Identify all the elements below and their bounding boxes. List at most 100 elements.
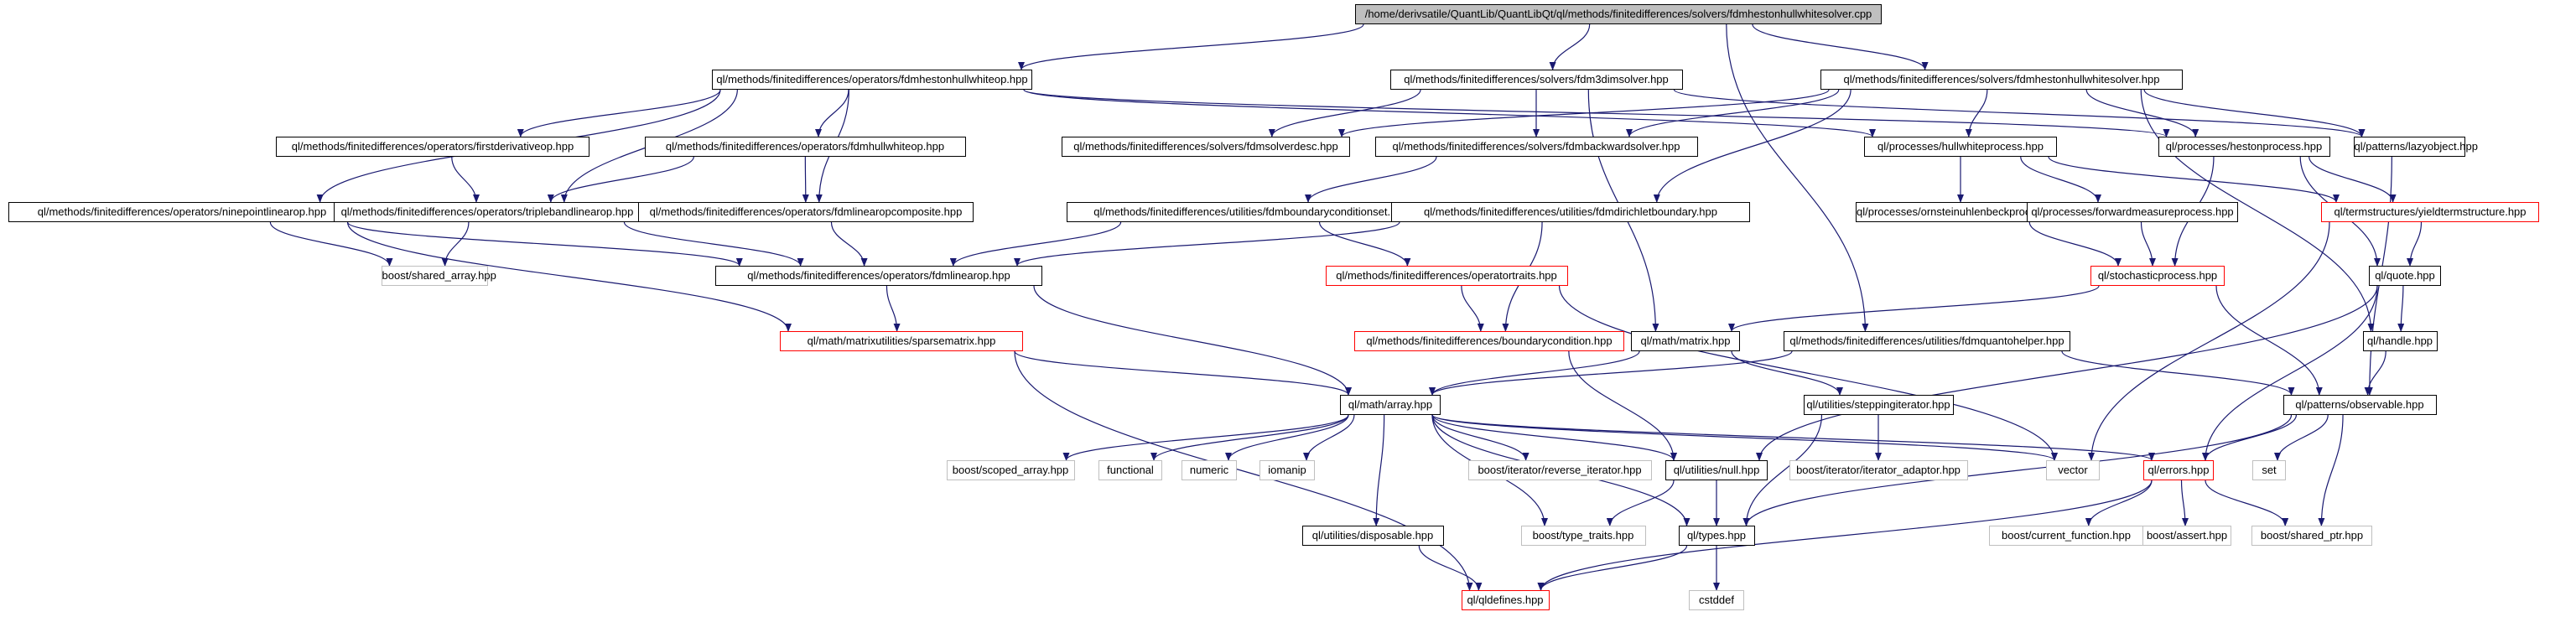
edge-optraits-to-bc [1461, 285, 1484, 332]
edge-errors-to-sharedptr [2205, 480, 2289, 526]
include-node-hestonprocess[interactable]: ql/processes/hestonprocess.hpp [2158, 137, 2330, 157]
edge-hhwsolver-to-lazyobject [2143, 89, 2366, 137]
include-node-dirichlet[interactable]: ql/methods/finitedifferences/utilities/f… [1391, 202, 1750, 222]
edge-stochastic-to-matrix [1728, 285, 2100, 332]
include-node-scopedarray: boost/scoped_array.hpp [946, 460, 1075, 480]
include-node-lazyobject[interactable]: ql/patterns/lazyobject.hpp [2353, 137, 2478, 157]
include-node-linearop[interactable]: ql/methods/finitedifferences/operators/f… [715, 266, 1042, 286]
edge-bcset-to-optraits [1318, 221, 1411, 267]
include-node-quanto[interactable]: ql/methods/finitedifferences/utilities/f… [1784, 331, 2070, 351]
edge-hhwsolver-to-handle [2140, 89, 2375, 332]
include-node-set: set [2252, 460, 2286, 480]
edge-sparse-to-qldefines [1014, 350, 1473, 591]
include-node-hhwop[interactable]: ql/methods/finitedifferences/operators/f… [712, 70, 1032, 90]
edge-hhwop-to-hwop [815, 89, 849, 137]
edge-hwprocess-to-fwdmeasure [2020, 156, 2101, 203]
edge-bc-to-null [1568, 350, 1677, 461]
edge-opcomposite-to-linearop [830, 221, 868, 267]
include-node-quote[interactable]: ql/quote.hpp [2369, 266, 2441, 286]
edge-yieldts-to-vector [2088, 221, 2330, 461]
edge-dirichlet-to-linearop [1014, 221, 1400, 267]
edge-quote-to-null [1756, 285, 2378, 461]
edge-tripleband-to-linearop [623, 221, 804, 267]
edge-types-to-qldefines [1537, 545, 1688, 591]
edge-quanto-to-observable [2061, 350, 2295, 396]
include-node-tripleband[interactable]: ql/methods/finitedifferences/operators/t… [334, 202, 641, 222]
include-node-opcomposite[interactable]: ql/methods/finitedifferences/operators/f… [638, 202, 974, 222]
include-node-optraits[interactable]: ql/methods/finitedifferences/operatortra… [1325, 266, 1568, 286]
edge-hhwop-to-hwprocess [1023, 89, 1876, 137]
edge-yieldts-to-quote [2407, 221, 2423, 267]
include-node-disposable[interactable]: ql/utilities/disposable.hpp [1301, 526, 1444, 546]
edge-matrix-to-stepiter [1731, 350, 1843, 396]
include-node-sharedptr: boost/shared_ptr.hpp [2251, 526, 2372, 546]
include-node-fdm3d[interactable]: ql/methods/finitedifferences/solvers/fdm… [1389, 70, 1683, 90]
include-node-matrix[interactable]: ql/math/matrix.hpp [1631, 331, 1740, 351]
edge-layer [269, 23, 2423, 591]
edge-hhwsolver-to-backward [1626, 89, 1840, 137]
edge-hwop-to-tripleband [547, 156, 694, 203]
include-node-types[interactable]: ql/types.hpp [1678, 526, 1755, 546]
edge-ninepoint-to-sharedarray [269, 221, 393, 267]
include-node-fwdmeasure[interactable]: ql/processes/forwardmeasureprocess.hpp [2027, 202, 2238, 222]
edge-bcset-to-linearop [949, 221, 1122, 267]
edge-array-to-disposable [1373, 414, 1385, 526]
edge-root-to-hhwop [1018, 23, 1364, 70]
edge-null-to-typetraits [1606, 480, 1675, 526]
edge-fdm3d-to-solverdesc [1268, 89, 1421, 137]
edge-array-to-vector [1431, 414, 2058, 461]
include-node-firstder[interactable]: ql/methods/finitedifferences/operators/f… [276, 137, 589, 157]
include-node-stepiter[interactable]: ql/utilities/steppingiterator.hpp [1803, 395, 1954, 415]
edge-stepiter-to-types [1742, 414, 1823, 526]
include-node-sparse[interactable]: ql/math/matrixutilities/sparsematrix.hpp [780, 331, 1023, 351]
edge-root-to-quanto [1726, 23, 1869, 332]
include-node-ninepoint[interactable]: ql/methods/finitedifferences/operators/n… [8, 202, 356, 222]
edge-array-to-scopedarray [1062, 414, 1349, 461]
include-node-errors[interactable]: ql/errors.hpp [2143, 460, 2214, 480]
edge-firstder-to-tripleband [451, 156, 480, 203]
include-node-solverdesc[interactable]: ql/methods/finitedifferences/solvers/fdm… [1062, 137, 1350, 157]
include-node-stochastic[interactable]: ql/stochasticprocess.hpp [2090, 266, 2225, 286]
edge-quote-to-errors [2202, 285, 2378, 461]
include-node-iteradaptor: boost/iterator/iterator_adaptor.hpp [1789, 460, 1968, 480]
edge-root-to-hhwsolver [1752, 23, 1929, 70]
edge-ninepoint-to-linearop [346, 221, 743, 267]
include-node-hwop[interactable]: ql/methods/finitedifferences/operators/f… [644, 137, 966, 157]
edge-ou-to-stochastic [2028, 221, 2122, 267]
edge-backward-to-bcset [1305, 156, 1437, 203]
include-node-array[interactable]: ql/math/array.hpp [1340, 395, 1441, 415]
edge-observable-to-sharedptr [2318, 414, 2344, 526]
include-node-cstddef: cstddef [1689, 590, 1744, 610]
edge-stochastic-to-observable [2215, 285, 2323, 396]
edge-errors-to-assert [2180, 480, 2189, 526]
edge-handle-to-observable [2364, 350, 2386, 396]
include-node-hwprocess[interactable]: ql/processes/hullwhiteprocess.hpp [1864, 137, 2057, 157]
edge-hhwsolver-to-solverdesc [1338, 89, 1830, 137]
edge-hhwop-to-firstder [517, 89, 721, 137]
edge-tripleband-to-sharedarray [441, 221, 470, 267]
include-node-numeric: numeric [1182, 460, 1237, 480]
edge-array-to-null [1431, 414, 1677, 461]
include-node-observable[interactable]: ql/patterns/observable.hpp [2283, 395, 2437, 415]
edge-disposable-to-qldefines [1418, 545, 1483, 591]
include-node-curfunc: boost/current_function.hpp [1989, 526, 2143, 546]
include-node-backward[interactable]: ql/methods/finitedifferences/solvers/fdm… [1374, 137, 1698, 157]
edge-hhwop-to-hestonprocess [1023, 89, 2170, 137]
edge-quote-to-handle [2397, 285, 2405, 332]
include-node-handle[interactable]: ql/handle.hpp [2362, 331, 2438, 351]
include-node-vector: vector [2046, 460, 2100, 480]
include-node-bcset[interactable]: ql/methods/finitedifferences/utilities/f… [1067, 202, 1436, 222]
edge-observable-to-errors [2202, 414, 2297, 461]
edge-array-to-functional [1150, 414, 1349, 461]
include-node-bc[interactable]: ql/methods/finitedifferences/boundarycon… [1354, 331, 1624, 351]
include-node-null[interactable]: ql/utilities/null.hpp [1665, 460, 1768, 480]
edge-hhwsolver-to-dirichlet [1653, 89, 1852, 203]
edge-array-to-numeric [1225, 414, 1349, 461]
include-node-hhwsolver[interactable]: ql/methods/finitedifferences/solvers/fdm… [1820, 70, 2183, 90]
edge-hestonprocess-to-yieldts [2309, 156, 2397, 203]
include-node-reviter: boost/iterator/reverse_iterator.hpp [1467, 460, 1652, 480]
include-node-yieldts[interactable]: ql/termstructures/yieldtermstructure.hpp [2321, 202, 2539, 222]
edge-ninepoint-to-sparse [346, 221, 792, 332]
include-node-qldefines[interactable]: ql/qldefines.hpp [1461, 590, 1550, 610]
